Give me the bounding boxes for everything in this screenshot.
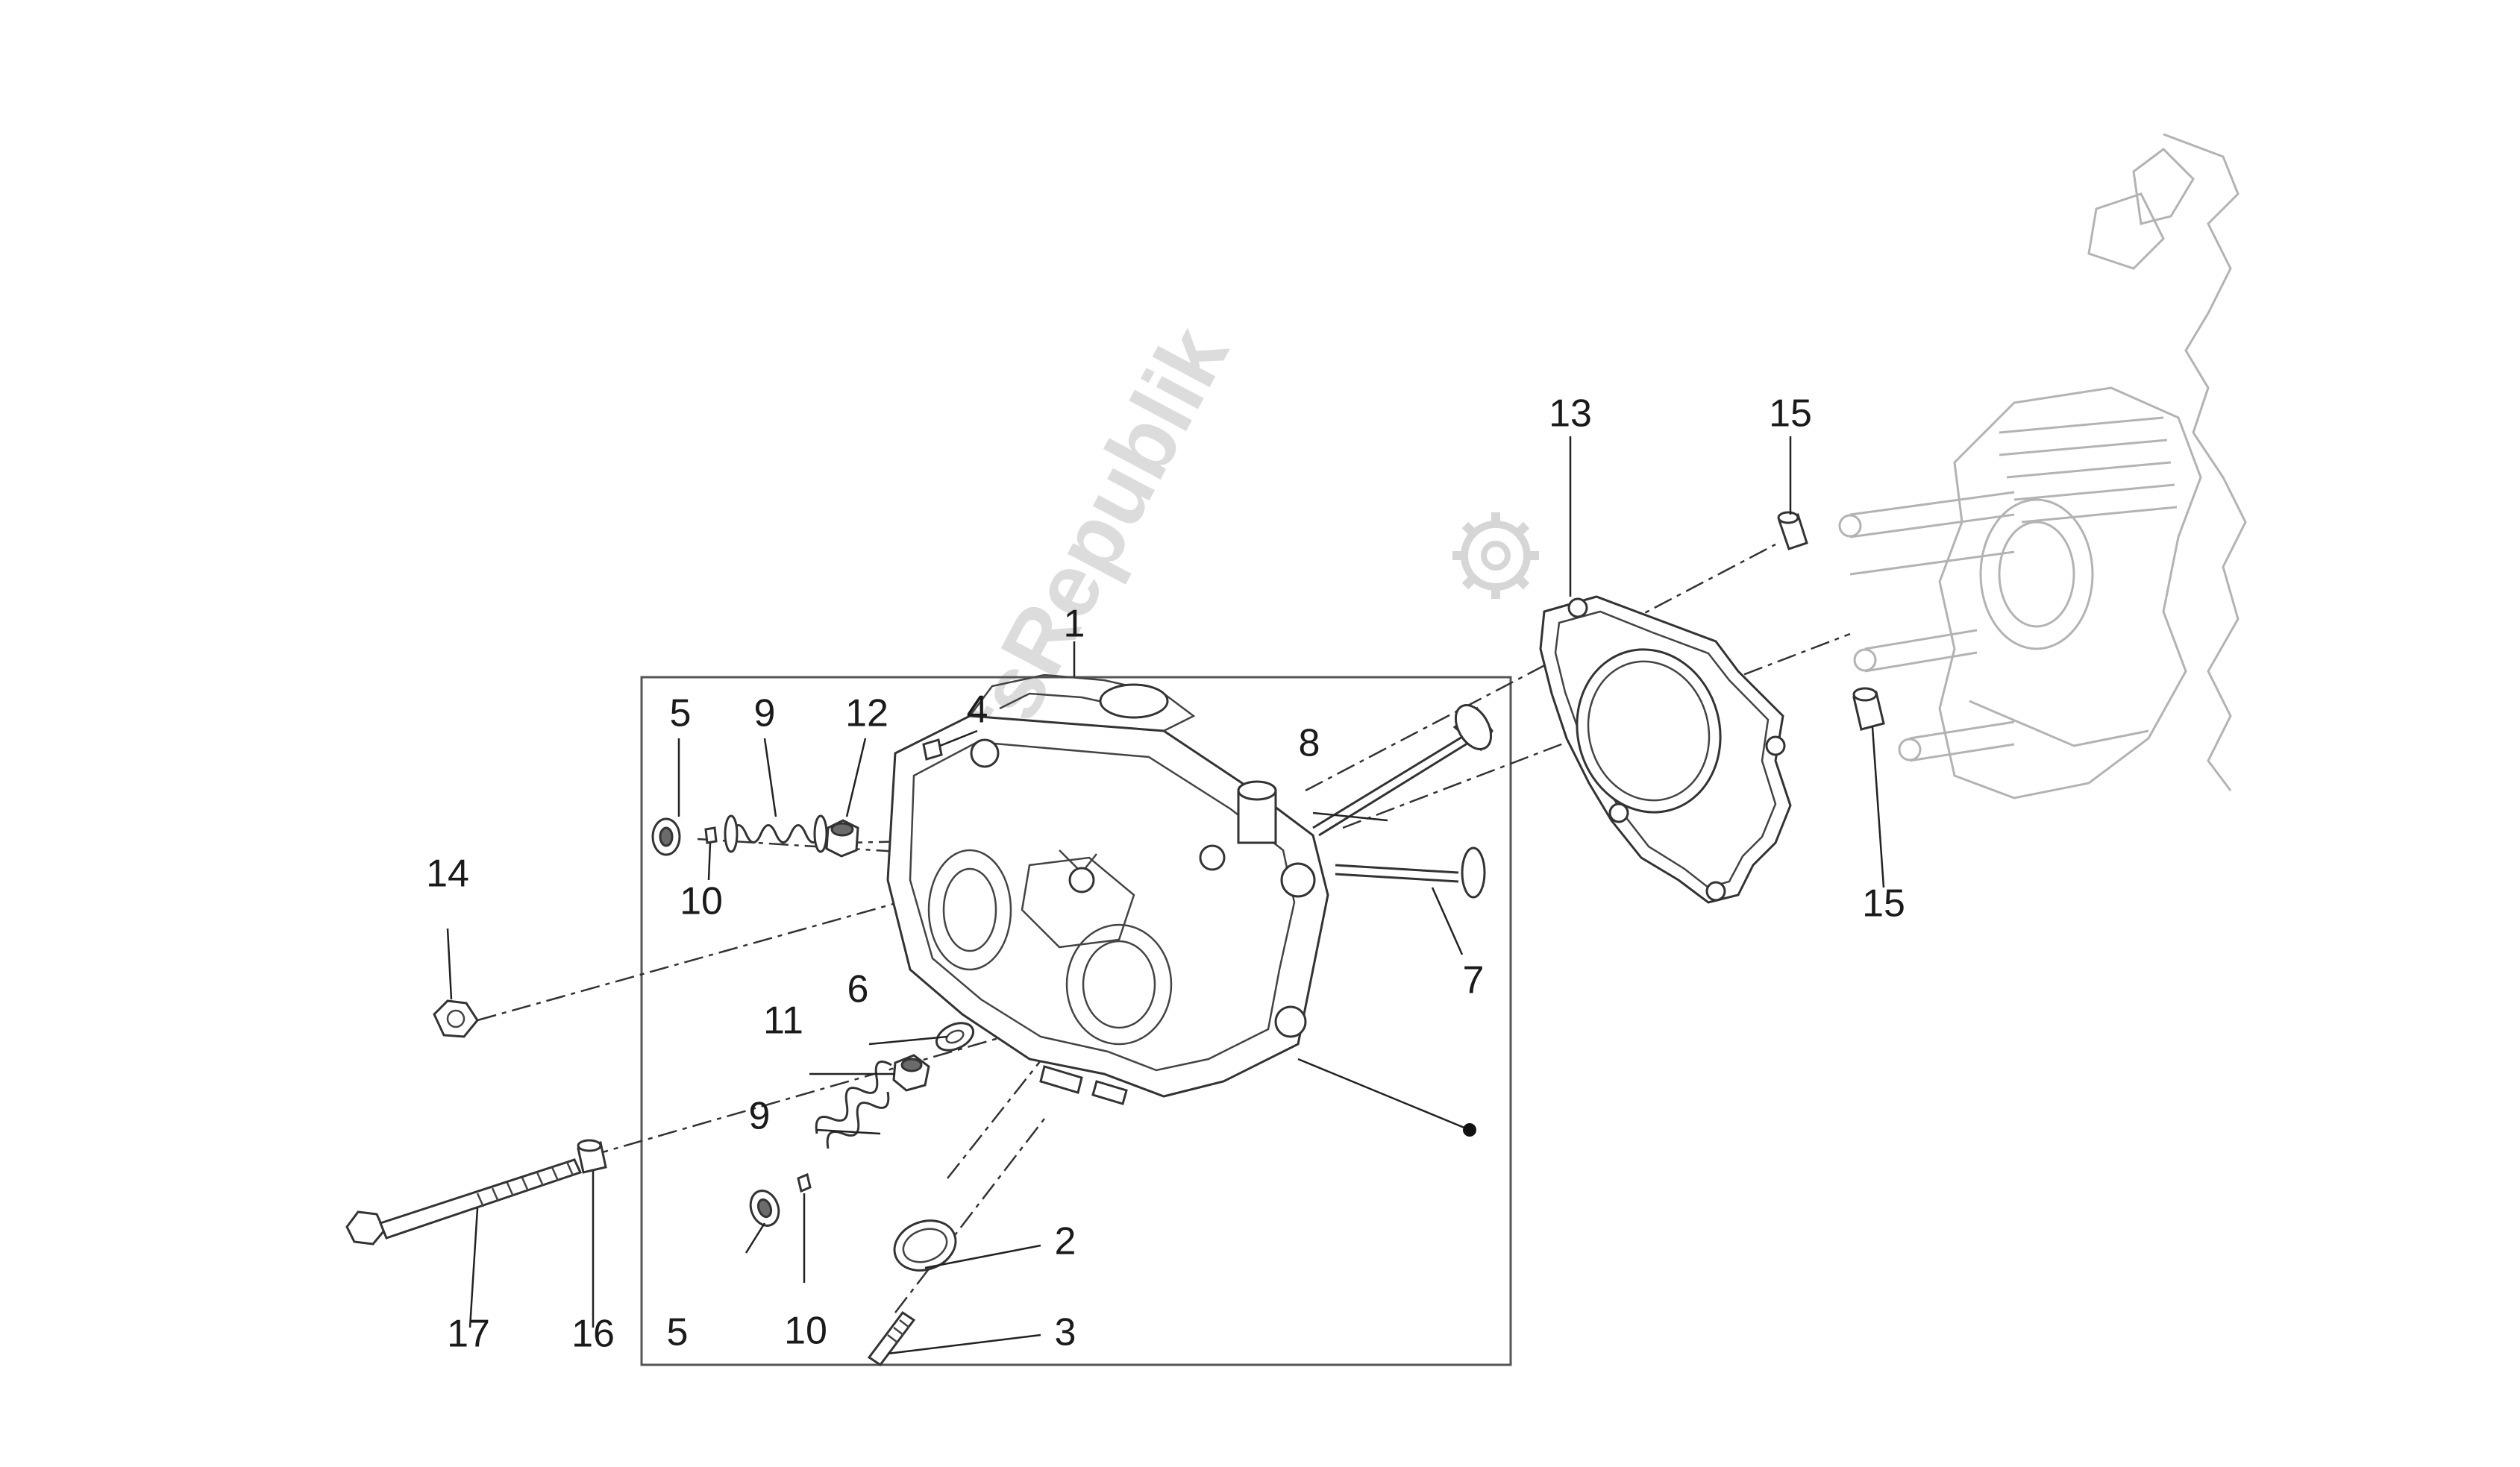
callout-17: 17 <box>447 1313 490 1356</box>
callout-13: 13 <box>1549 392 1592 436</box>
leader-lines <box>446 436 1885 1355</box>
dowel-15-top <box>1777 511 1808 550</box>
reference-dot <box>1463 1123 1476 1137</box>
callout-16: 16 <box>571 1313 615 1356</box>
washer-6 <box>935 1022 975 1052</box>
callout-12: 12 <box>845 692 888 735</box>
callout-9-upper: 9 <box>754 692 776 735</box>
callout-15-bottom: 15 <box>1862 882 1905 926</box>
callout-5-lower: 5 <box>667 1311 689 1354</box>
valve-seal-12 <box>825 819 859 858</box>
callout-4: 4 <box>967 688 988 732</box>
callout-2: 2 <box>1055 1220 1076 1263</box>
callout-8: 8 <box>1299 722 1320 765</box>
callout-labels: 1 2 3 4 5 5 6 7 8 9 9 10 10 11 12 13 14 … <box>426 392 1905 1356</box>
valve-7 <box>1335 846 1486 899</box>
dowel-4 <box>922 738 943 761</box>
valve-8 <box>1312 704 1493 837</box>
cylinder-head <box>886 673 1329 1105</box>
callout-3: 3 <box>1055 1311 1076 1354</box>
callout-9-lower: 9 <box>749 1095 771 1138</box>
head-gasket <box>1539 595 1792 904</box>
collet-10-upper <box>704 826 718 844</box>
nut-14 <box>433 999 479 1038</box>
engine-block-outline <box>1838 133 2247 800</box>
callout-11: 11 <box>763 999 803 1043</box>
gear-icon <box>1452 512 1539 599</box>
valve-seal-11 <box>892 1054 930 1092</box>
bolt-17 <box>345 1158 583 1245</box>
retainer-5-lower <box>749 1190 780 1227</box>
callout-10-upper: 10 <box>680 880 723 923</box>
spring-9-upper <box>724 814 828 853</box>
retainer-5-upper <box>651 817 681 856</box>
callout-5-upper: 5 <box>670 692 692 735</box>
callout-15-top: 15 <box>1769 392 1812 436</box>
dowel-16 <box>577 1139 607 1174</box>
collet-10-lower <box>797 1172 812 1193</box>
callout-6: 6 <box>847 968 869 1011</box>
callout-10-lower: 10 <box>784 1310 827 1353</box>
stud-3 <box>867 1310 916 1367</box>
dowel-15-bottom <box>1852 687 1885 731</box>
o-ring-2 <box>893 1219 957 1272</box>
callout-14: 14 <box>426 852 469 896</box>
callout-1: 1 <box>1064 603 1085 646</box>
callout-7: 7 <box>1463 959 1485 1002</box>
